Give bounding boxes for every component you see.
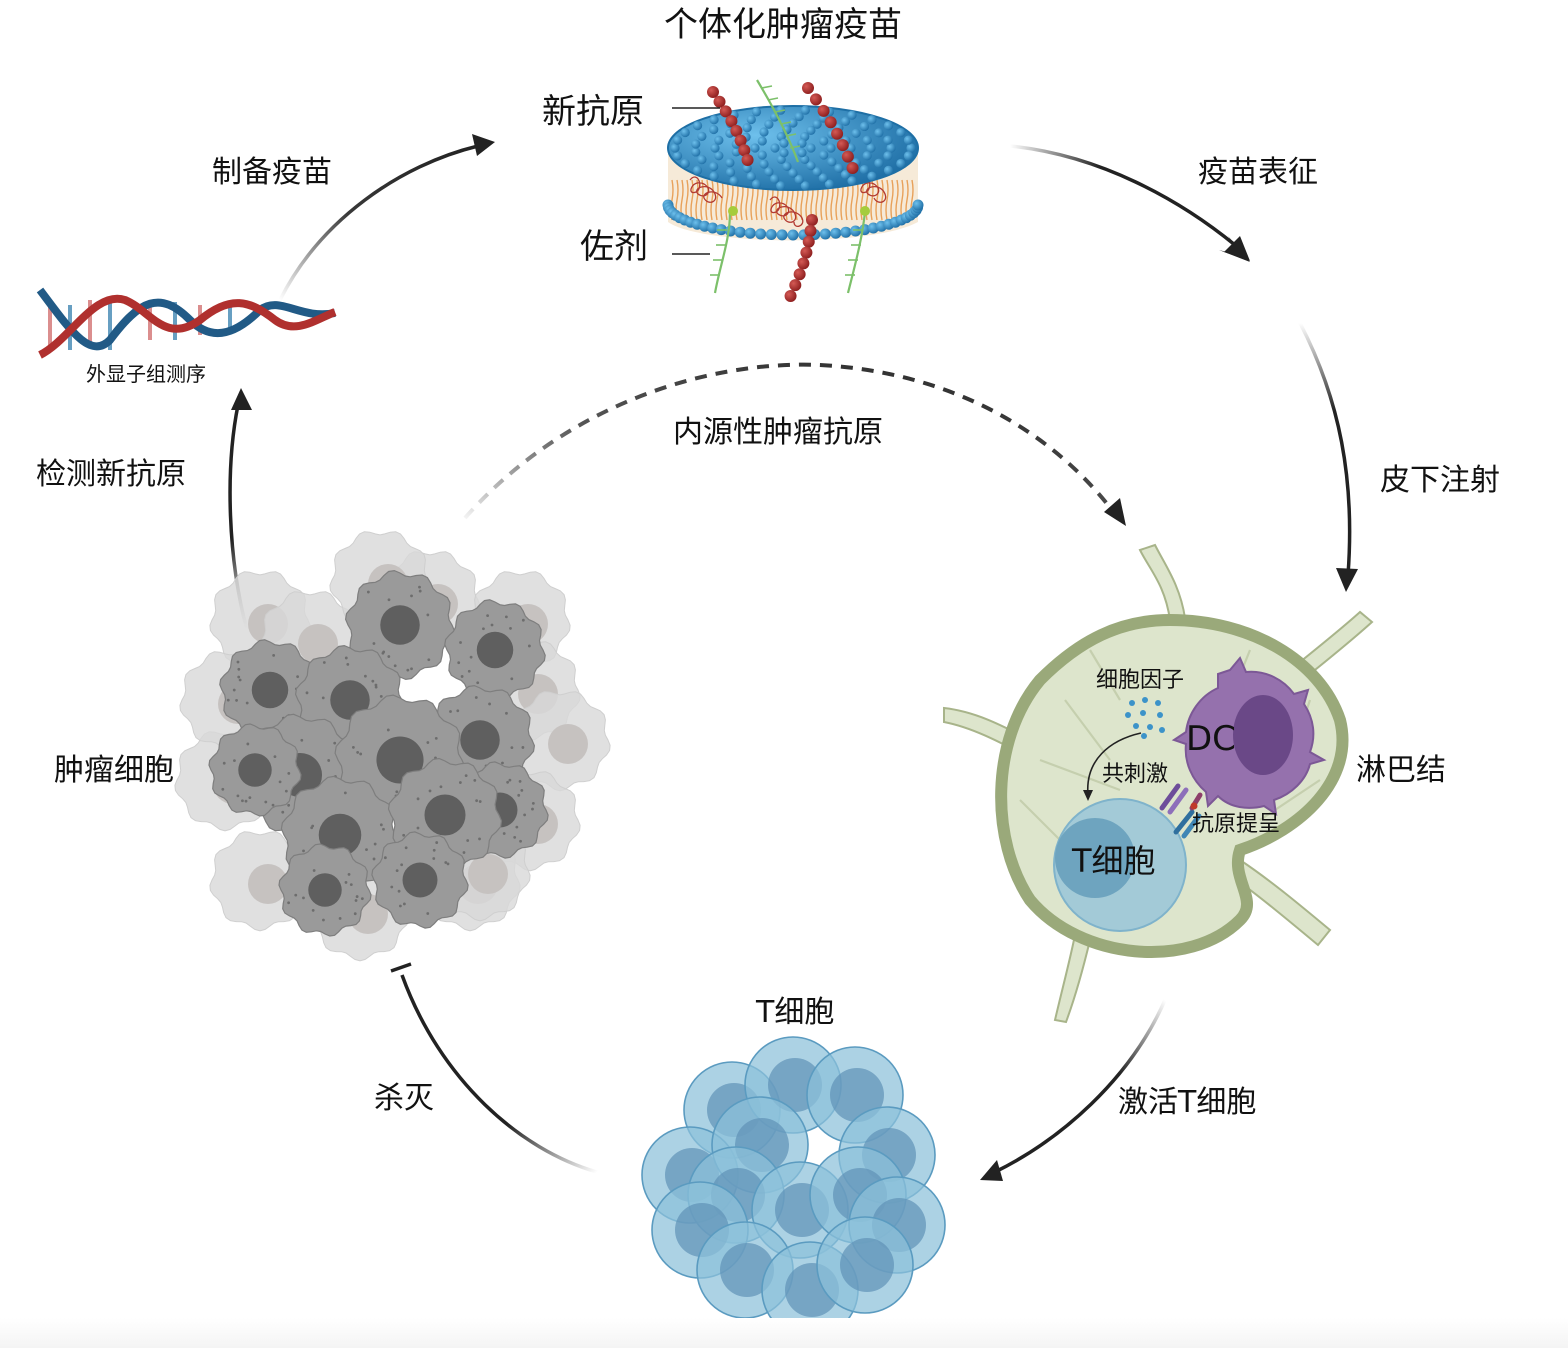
bottom-fade [0,1318,1568,1348]
tumor-cell-cluster-icon [175,532,610,961]
tumor-cells-label: 肿瘤细胞 [54,756,174,786]
costimulation-label: 共刺激 [1102,764,1168,786]
t-cell-cluster-icon [642,1037,945,1338]
cytokines-label: 细胞因子 [1096,670,1184,692]
adjuvant-label: 佐剂 [580,230,648,264]
step-vaccine-characterization: 疫苗表征 [1198,158,1318,188]
vaccine-nanodisc-icon [663,80,924,302]
step-endogenous-antigens: 内源性肿瘤抗原 [673,418,883,448]
t-cells-label: T细胞 [756,998,834,1028]
inhibition-bar-icon [391,964,411,971]
neoantigen-label: 新抗原 [542,95,644,129]
dna-helix-icon [40,290,335,355]
step-subcutaneous-injection: 皮下注射 [1380,466,1500,496]
lymph-t-cell-label: T细胞 [1072,845,1156,877]
step-activate-t-cells: 激活T细胞 [1118,1088,1256,1118]
step-kill: 杀灭 [374,1084,434,1114]
lymph-node-label: 淋巴结 [1356,756,1446,786]
arrow-kill [391,964,597,1172]
sequencing-label: 外显子组测序 [86,364,206,384]
step-prepare-vaccine: 制备疫苗 [212,158,332,188]
vaccine-title: 个体化肿瘤疫苗 [664,8,902,42]
antigen-presentation-label: 抗原提呈 [1192,814,1280,836]
arrow-subcutaneous-injection [1300,323,1358,592]
step-detect-neoantigens: 检测新抗原 [36,460,186,490]
dc-nucleus-icon [1233,695,1293,775]
dc-label: DC [1186,722,1236,756]
